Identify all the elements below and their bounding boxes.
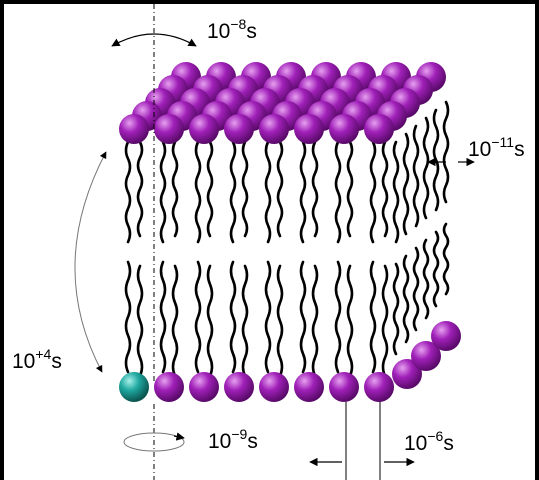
axial-rotation-arrow <box>111 33 197 47</box>
flip-flop-arrow <box>74 151 107 373</box>
lipid-tail <box>369 260 377 374</box>
lipid-tail <box>171 264 179 378</box>
lipid-head <box>294 372 324 402</box>
lipid-tail <box>124 140 132 244</box>
lipid-tail <box>241 140 249 238</box>
lipid-head <box>119 114 149 144</box>
lipid-head <box>431 321 461 351</box>
lipid-tail <box>442 222 450 296</box>
lipid-tail <box>194 140 202 244</box>
lipid-tail <box>392 140 400 244</box>
lipid-tail <box>412 124 420 228</box>
lipid-head <box>364 372 394 402</box>
lipid-tail <box>206 264 214 378</box>
lipid-head <box>224 114 254 144</box>
lipid-head <box>259 372 289 402</box>
lipid-tail <box>264 260 272 374</box>
lipid-tail <box>422 238 430 320</box>
labeled-lipid-head <box>119 372 149 402</box>
lipid-heads <box>119 62 461 402</box>
lipid-tail <box>334 140 342 244</box>
lipid-tail <box>392 262 400 356</box>
lipid-tail <box>311 264 319 378</box>
lipid-tail <box>299 140 307 244</box>
lipid-tail <box>346 140 354 238</box>
lipid-head <box>154 114 184 144</box>
head-rotation-label: 10−9s <box>208 426 258 453</box>
lipid-tail <box>381 264 389 378</box>
lipid-head <box>411 341 441 371</box>
lipid-tail <box>432 108 440 212</box>
lipid-tail <box>264 140 272 244</box>
rotation-axis-label: 10−8s <box>207 16 257 43</box>
lipid-tail <box>432 230 440 308</box>
lipid-bilayer-diagram: 10−8s 10−11s 10+4s 10−9s 10−6s <box>12 4 525 480</box>
lipid-head <box>392 359 422 389</box>
head-rotation-ellipse <box>123 432 185 452</box>
lipid-tail <box>136 140 144 238</box>
flip-flop-label: 10+4s <box>12 346 62 373</box>
lipid-tail <box>171 140 179 238</box>
lipid-tail <box>381 140 389 238</box>
lipid-tail <box>402 132 410 236</box>
lipid-tail <box>229 260 237 374</box>
lipid-tail <box>334 260 342 374</box>
lipid-tail <box>346 264 354 378</box>
lipid-tail <box>311 140 319 238</box>
lipid-tail <box>276 264 284 378</box>
lateral-diffusion-label: 10−6s <box>404 428 454 455</box>
lipid-tail <box>369 140 377 244</box>
lipid-tails <box>124 100 450 378</box>
lipid-tail <box>241 264 249 378</box>
lipid-tail <box>124 260 132 374</box>
lipid-tail <box>422 116 430 220</box>
lipid-tail <box>442 100 450 204</box>
lipid-tail <box>159 260 167 374</box>
lipid-tail <box>159 140 167 244</box>
lipid-head <box>294 114 324 144</box>
lipid-tail <box>136 264 144 378</box>
lipid-tail <box>412 246 420 332</box>
lipid-head <box>224 372 254 402</box>
head-rotation-arrowhead <box>173 432 185 441</box>
lipid-head <box>329 114 359 144</box>
lipid-tail <box>276 140 284 238</box>
lipid-head <box>329 372 359 402</box>
lipid-tail <box>402 254 410 344</box>
lipid-head <box>189 114 219 144</box>
lipid-tail <box>229 140 237 244</box>
lipid-head <box>259 114 289 144</box>
chain-flex-label: 10−11s <box>468 134 525 161</box>
lipid-head <box>154 372 184 402</box>
lipid-head <box>189 372 219 402</box>
lipid-tail <box>206 140 214 238</box>
lipid-tail <box>299 260 307 374</box>
lipid-head <box>364 114 394 144</box>
lipid-tail <box>194 260 202 374</box>
